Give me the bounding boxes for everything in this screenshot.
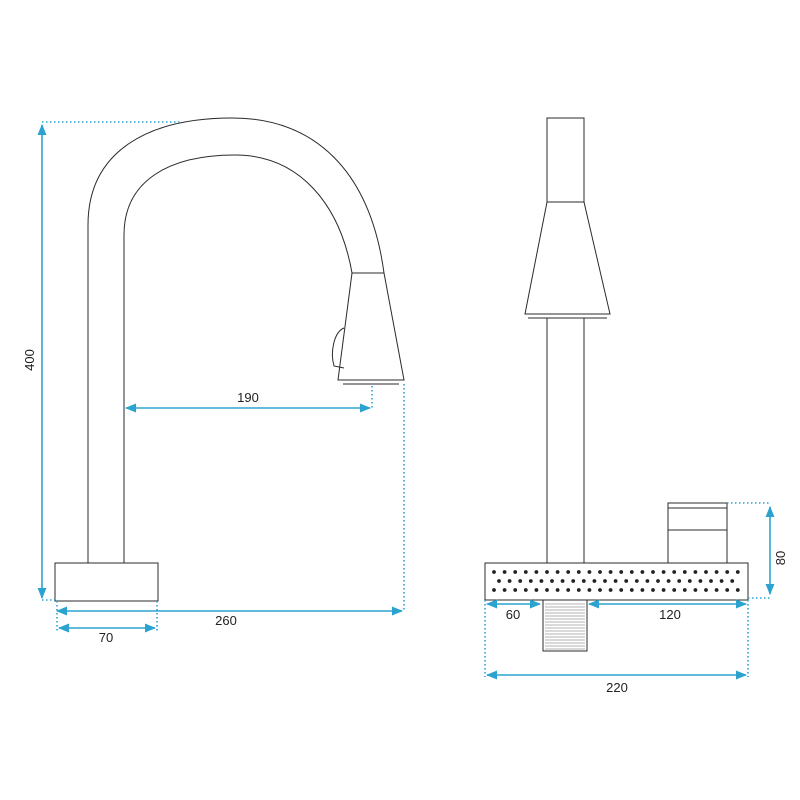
perforation-hole <box>656 579 660 583</box>
perforation-hole <box>651 570 655 574</box>
base-perforation <box>492 570 740 592</box>
perforation-hole <box>687 579 692 583</box>
perforation-hole <box>672 588 677 592</box>
side-view: 400 190 260 70 <box>22 117 405 645</box>
perforation-hole <box>693 570 698 574</box>
label-base-left-offset: 60 <box>506 607 520 622</box>
perforation-hole <box>629 588 634 592</box>
front-spray-cone <box>524 201 611 315</box>
perforation-hole <box>672 570 677 574</box>
perforation-hole <box>581 579 586 583</box>
perforation-hole <box>534 570 539 574</box>
spout-inner-curve <box>123 154 353 563</box>
perforation-hole <box>682 588 687 592</box>
perforation-hole <box>545 570 549 574</box>
perforation-hole <box>560 579 565 583</box>
perforation-hole <box>592 579 597 583</box>
perforation-hole <box>502 570 507 574</box>
perforation-hole <box>513 588 518 592</box>
perforation-hole <box>555 570 560 574</box>
perforation-hole <box>587 588 592 592</box>
side-base <box>54 562 159 602</box>
perforation-hole <box>719 579 724 583</box>
perforation-hole <box>523 588 528 592</box>
perforation-hole <box>571 579 576 583</box>
perforation-hole <box>587 570 592 574</box>
perforation-hole <box>555 588 560 592</box>
perforation-hole <box>603 579 607 583</box>
perforation-hole <box>566 588 571 592</box>
perforation-hole <box>735 570 740 574</box>
threaded-connector <box>542 599 588 652</box>
perforation-hole <box>523 570 528 574</box>
perforation-hole <box>566 570 571 574</box>
perforation-hole <box>550 579 554 583</box>
perforation-hole <box>661 570 666 574</box>
perforation-hole <box>619 570 624 574</box>
perforation-hole <box>714 588 719 592</box>
perforation-hole <box>507 579 512 583</box>
perforation-hole <box>698 579 703 583</box>
perforation-hole <box>539 579 544 583</box>
label-height-total: 400 <box>22 349 37 371</box>
perforation-hole <box>693 588 698 592</box>
perforation-hole <box>598 570 602 574</box>
connector-threads <box>545 603 585 650</box>
perforation-hole <box>624 579 629 583</box>
perforation-hole <box>666 579 671 583</box>
perforation-hole <box>725 588 730 592</box>
perforation-hole <box>518 579 523 583</box>
perforation-hole <box>492 588 496 592</box>
perforation-hole <box>619 588 624 592</box>
perforation-hole <box>608 570 613 574</box>
perforation-hole <box>640 588 645 592</box>
front-top-tube <box>546 117 585 203</box>
perforation-hole <box>576 570 581 574</box>
perforation-hole <box>497 579 501 583</box>
perforation-hole <box>598 588 602 592</box>
perforation-hole <box>528 579 533 583</box>
label-total-depth: 260 <box>215 613 237 628</box>
spray-head-button <box>331 327 345 369</box>
perforation-hole <box>735 588 740 592</box>
label-base-right-offset: 120 <box>659 607 681 622</box>
perforation-hole <box>634 579 639 583</box>
label-base-depth: 70 <box>99 630 113 645</box>
perforation-hole <box>704 570 708 574</box>
front-handle <box>667 502 728 564</box>
perforation-hole <box>725 570 730 574</box>
perforation-hole <box>714 570 719 574</box>
front-view: 80 60 120 220 <box>484 117 788 695</box>
perforation-hole <box>640 570 645 574</box>
label-spout-reach: 190 <box>237 390 259 405</box>
perforation-hole <box>513 570 518 574</box>
perforation-hole <box>545 588 549 592</box>
perforation-hole <box>645 579 650 583</box>
perforation-hole <box>613 579 618 583</box>
perforation-hole <box>492 570 496 574</box>
label-handle-height: 80 <box>773 551 788 565</box>
perforation-hole <box>534 588 539 592</box>
spout-outer-curve <box>87 117 385 563</box>
perforation-hole <box>730 579 735 583</box>
front-body-tube <box>546 317 585 564</box>
perforation-hole <box>682 570 687 574</box>
perforation-hole <box>502 588 507 592</box>
spray-head <box>337 272 405 381</box>
perforation-hole <box>677 579 682 583</box>
perforation-hole <box>709 579 713 583</box>
perforation-hole <box>576 588 581 592</box>
perforation-hole <box>651 588 655 592</box>
perforation-hole <box>608 588 613 592</box>
perforation-hole <box>704 588 708 592</box>
label-base-width: 220 <box>606 680 628 695</box>
perforation-hole <box>661 588 666 592</box>
perforation-hole <box>629 570 634 574</box>
